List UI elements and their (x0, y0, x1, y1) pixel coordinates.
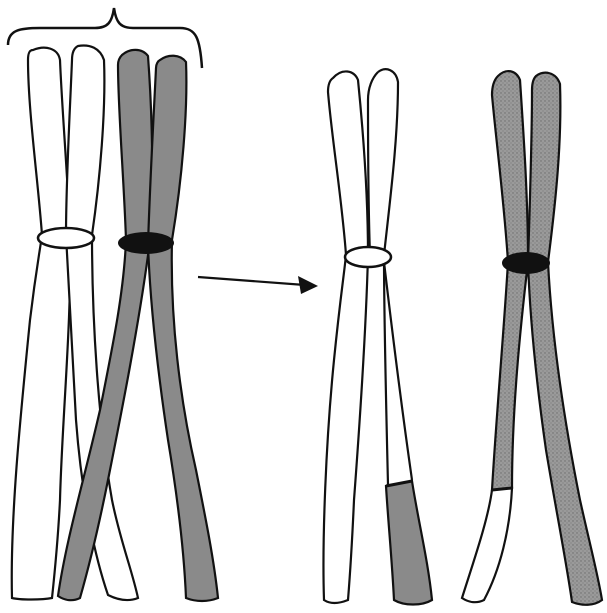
exchanged-segment-gray (386, 481, 432, 605)
chromatid-right (148, 56, 218, 601)
centromere-filled (118, 232, 174, 254)
chromatid-right-light-segment (375, 67, 412, 486)
exchange-boundary (492, 488, 512, 490)
centromere-open (38, 228, 94, 248)
recombinant-light-chromosome (323, 67, 432, 605)
chromatid-left (12, 48, 71, 600)
right-arrow-icon (198, 276, 318, 294)
chromatid-right (528, 73, 602, 605)
centromere-open (345, 247, 391, 267)
recombinant-dark-chromosome (462, 71, 602, 605)
chromatid-right-outline-upper-inner (368, 72, 378, 255)
chromatid-left-dark-segment (492, 71, 528, 490)
exchanged-segment-white (462, 488, 512, 602)
chromatid-left (323, 71, 368, 603)
centromere-filled (502, 252, 550, 274)
